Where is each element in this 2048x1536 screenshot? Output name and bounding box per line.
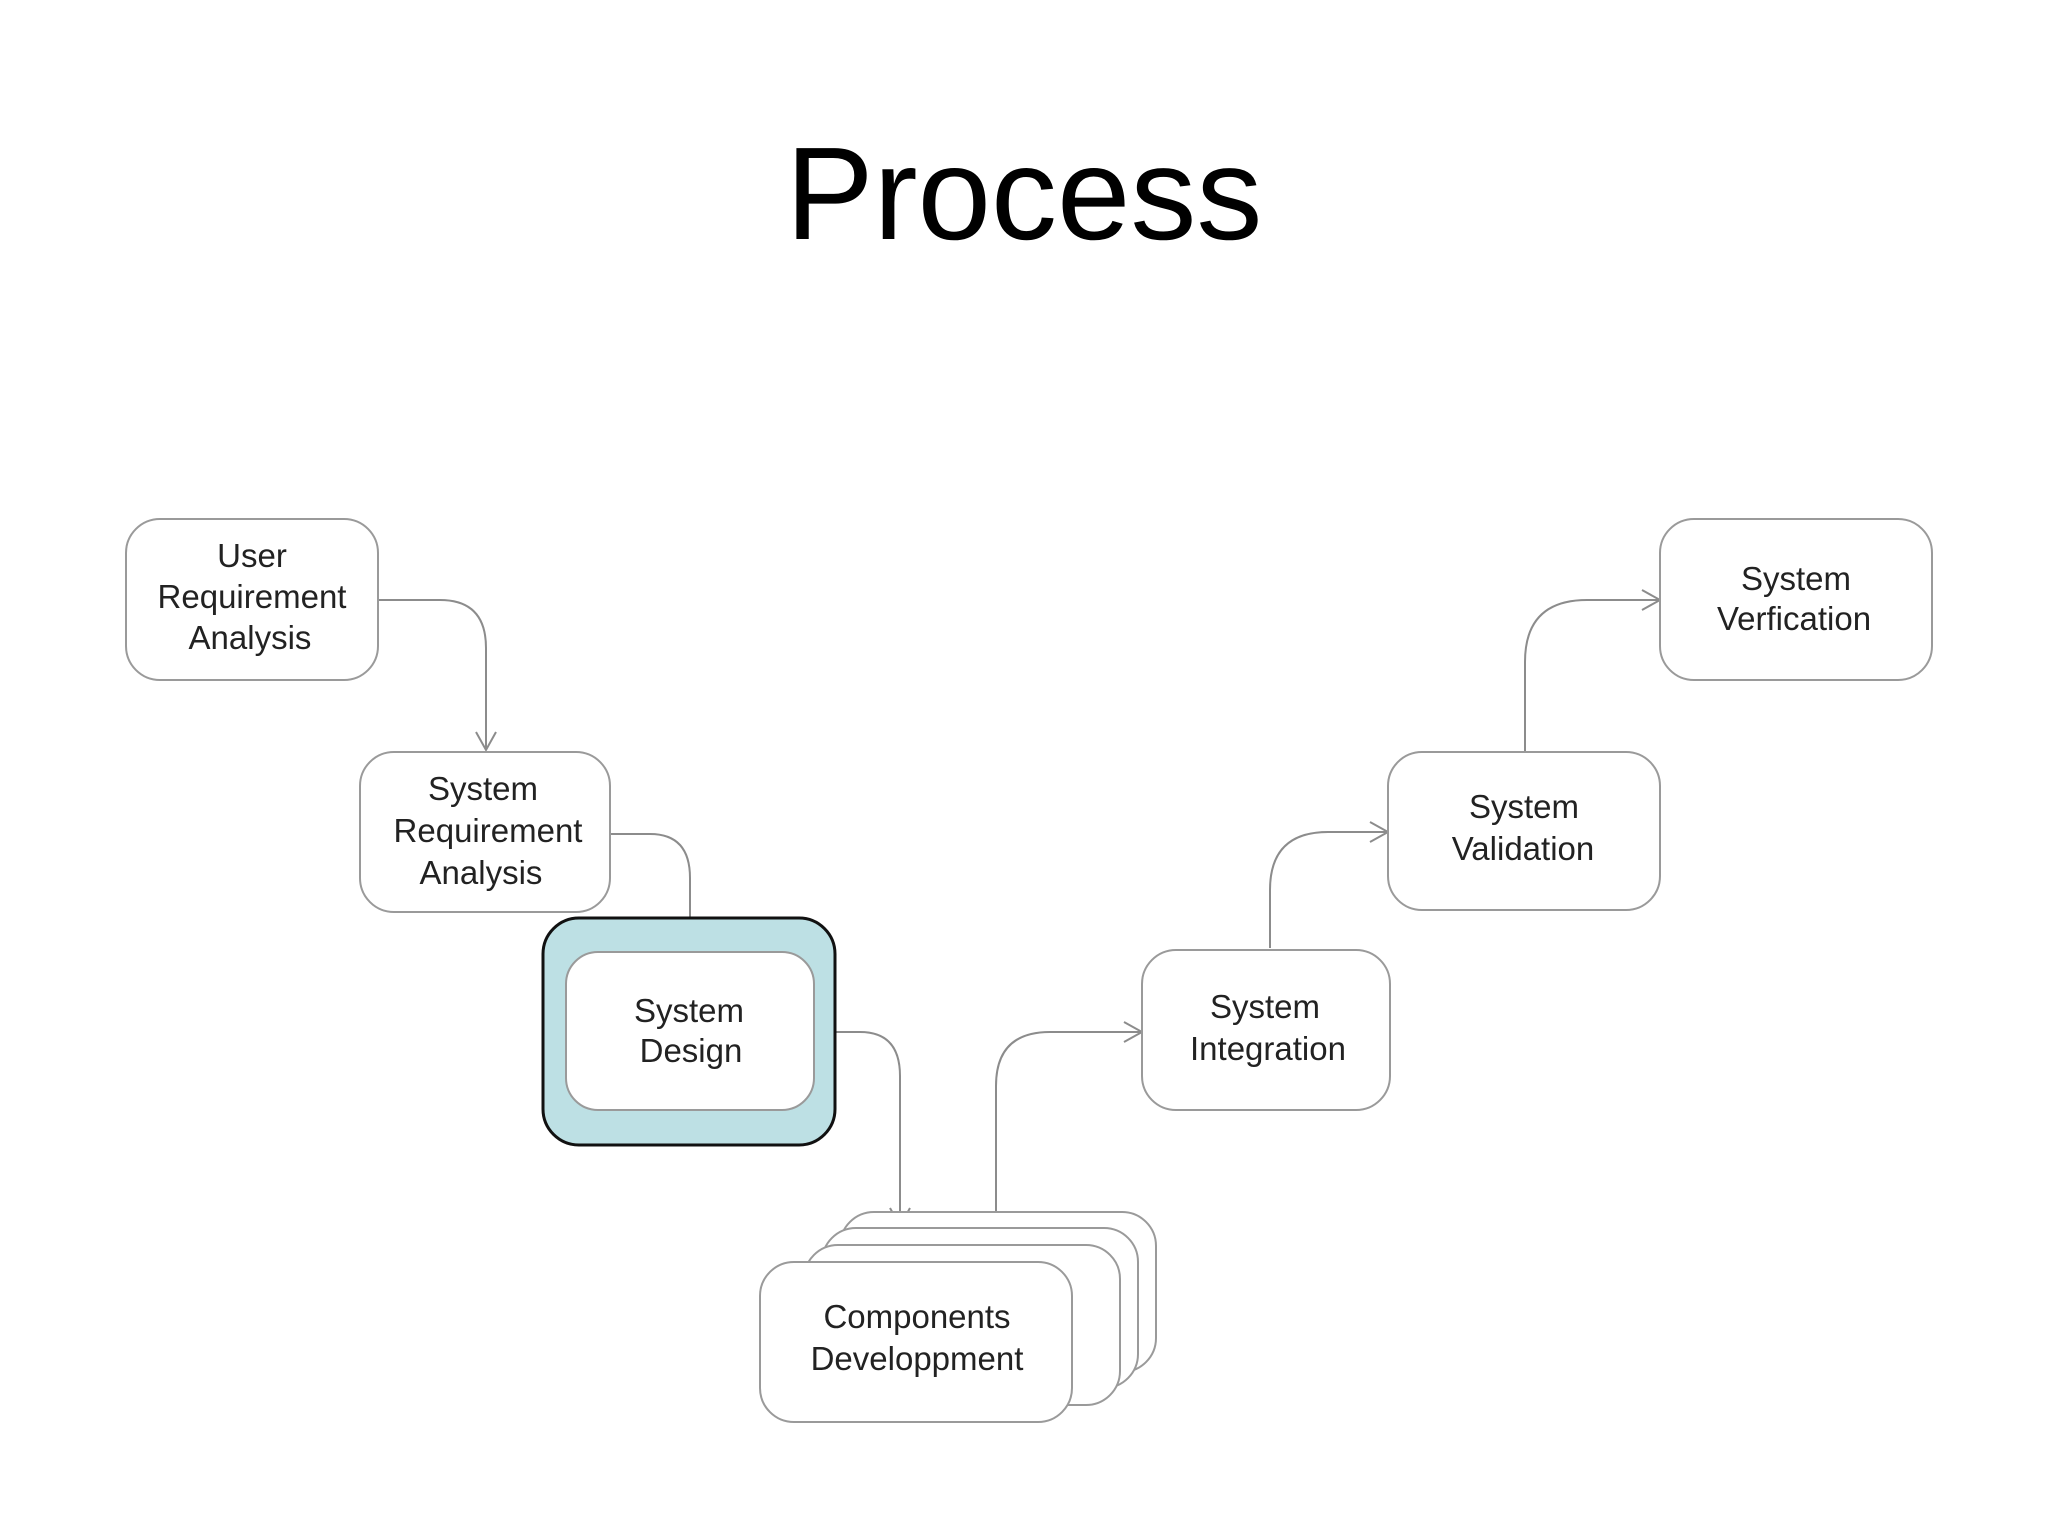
node-label-line: System <box>428 770 538 807</box>
node-label-line: Developpment <box>811 1340 1024 1377</box>
node-system-validation: System Validation <box>1387 751 1661 911</box>
connector-components-to-integration <box>995 1021 1145 1262</box>
connector-design-to-components <box>818 1031 911 1229</box>
node-label-line: Requirement <box>158 578 347 615</box>
node-label-line: Components <box>823 1298 1010 1335</box>
slide-title: Process <box>785 120 1263 267</box>
node-system-requirement-analysis: System Requirement Analysis <box>359 751 611 913</box>
node-label-line: System <box>1210 988 1320 1025</box>
connectors <box>378 589 1663 1262</box>
node-label-line: User <box>217 537 287 574</box>
node-label-line: System <box>1741 560 1851 597</box>
node-user-requirement-analysis: User Requirement Analysis <box>125 518 379 681</box>
node-label-line: Requirement <box>394 812 583 849</box>
connector-validation-to-verification <box>1524 589 1663 752</box>
node-label-line: System <box>634 992 744 1029</box>
node-label-line: Analysis <box>189 619 312 656</box>
node-label-line: Design <box>640 1032 743 1069</box>
node-system-verification: System Verfication <box>1659 518 1933 681</box>
connector-user-to-system-requirement <box>378 599 497 753</box>
node-label-line: Validation <box>1452 830 1595 867</box>
node-components-development: Components Developpment <box>759 1211 1157 1423</box>
node-system-integration: System Integration <box>1141 949 1391 1111</box>
connector-system-requirement-to-design <box>610 833 701 953</box>
node-label-line: Integration <box>1190 1030 1346 1067</box>
connector-integration-to-validation <box>1269 821 1391 948</box>
node-label-line: System <box>1469 788 1579 825</box>
node-label-line: Analysis <box>420 854 543 891</box>
node-label-line: Verfication <box>1717 600 1871 637</box>
node-system-design: System Design <box>541 916 837 1147</box>
